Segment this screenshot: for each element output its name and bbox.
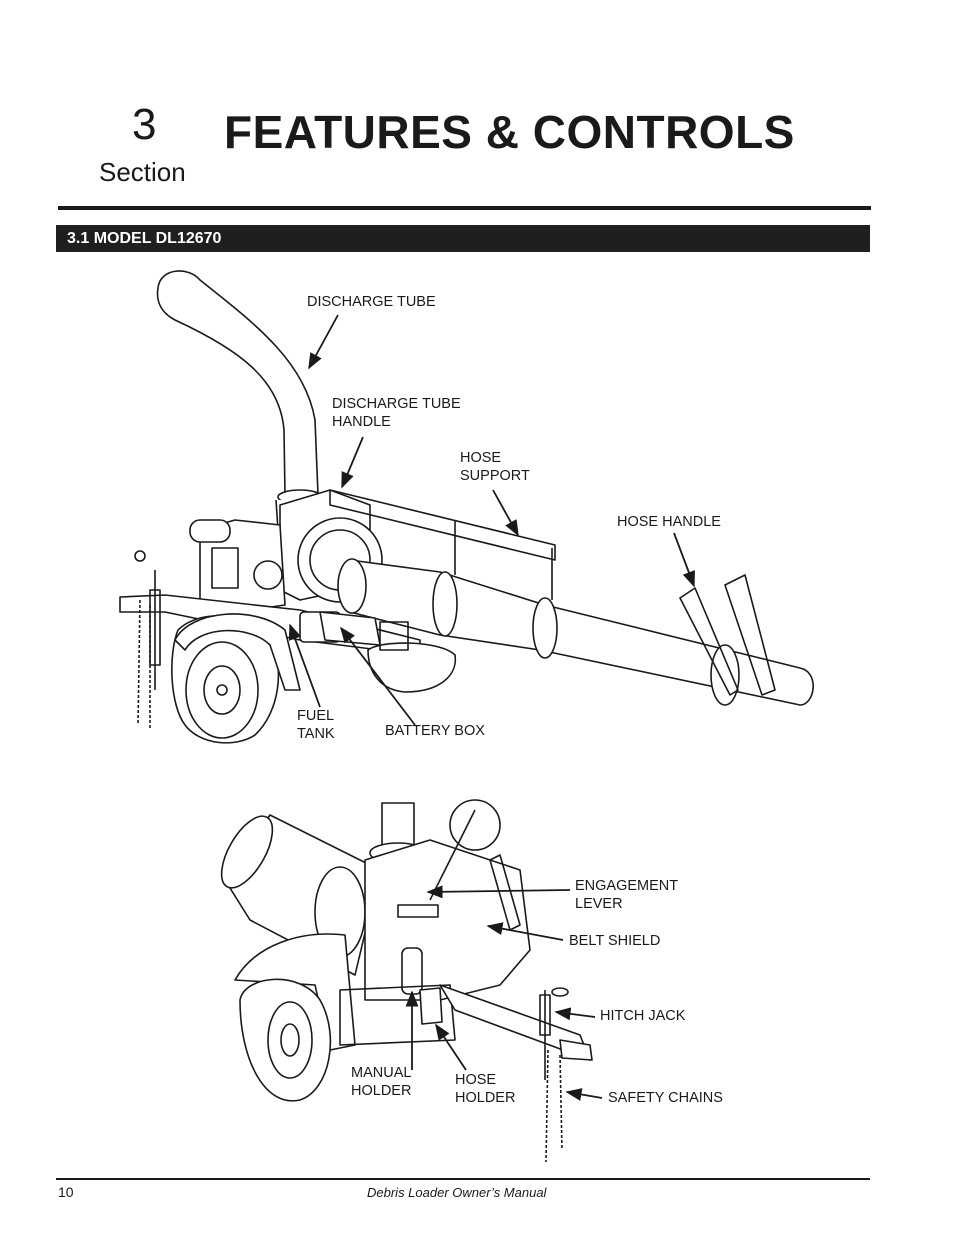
- callout-hitch-jack: HITCH JACK: [600, 1008, 686, 1024]
- section-number: 3: [132, 100, 157, 149]
- callout-fuel-tank: FUEL TANK: [297, 708, 335, 742]
- callout-hose-handle: HOSE HANDLE: [617, 514, 721, 530]
- subsection-label: 3.1 MODEL DL12670: [67, 230, 222, 247]
- callout-hose-support: HOSE SUPPORT: [460, 450, 530, 484]
- callout-engagement-lever: ENGAGEMENT LEVER: [575, 878, 679, 912]
- manual-title: Debris Loader Owner’s Manual: [367, 1185, 547, 1200]
- callout-manual-holder: MANUAL HOLDER: [351, 1065, 412, 1099]
- callout-discharge-tube-handle: DISCHARGE TUBE HANDLE: [332, 396, 461, 430]
- figure-side-view-leaders: [288, 314, 695, 726]
- footer-rule: [56, 1178, 870, 1180]
- figure-side-view: [119, 270, 814, 744]
- figure-rear-view: [220, 799, 593, 1163]
- section-label: Section: [99, 157, 186, 187]
- callout-battery-box: BATTERY BOX: [385, 723, 485, 739]
- callout-belt-shield: BELT SHIELD: [569, 933, 661, 949]
- callout-discharge-tube: DISCHARGE TUBE: [307, 294, 436, 310]
- page-title: FEATURES & CONTROLS: [224, 106, 795, 158]
- page-number: 10: [58, 1184, 74, 1200]
- callout-safety-chains: SAFETY CHAINS: [608, 1090, 723, 1106]
- subsection-header: 3.1 MODEL DL12670: [56, 225, 870, 252]
- title-rule: [58, 206, 871, 210]
- figure-rear-view-leaders: [405, 885, 603, 1101]
- callout-hose-holder: HOSE HOLDER: [455, 1072, 516, 1106]
